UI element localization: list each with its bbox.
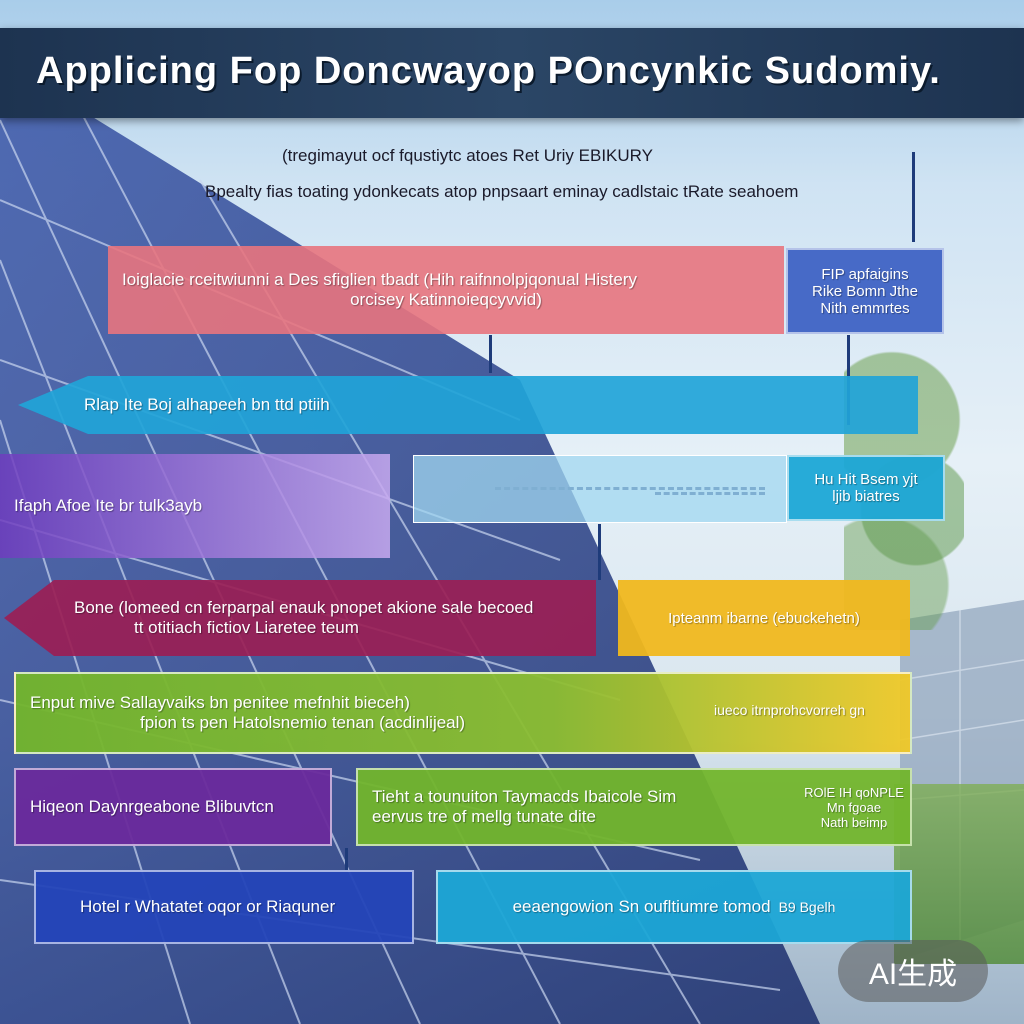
- side-box-3-line-1: Hu Hit Bsem yjt: [814, 471, 918, 488]
- step-box-5-side: iueco itrnprohcvorreh gn: [714, 702, 865, 718]
- step-box-3-text: Ifaph Afoe Ite br tulk3ayb: [14, 496, 203, 515]
- side-box-1: FIP apfaigins Rike Bomn Jthe Nith emmrte…: [786, 248, 944, 334]
- step-box-5-line-1: Enput mive Sallayvaiks bn penitee mefnhi…: [30, 693, 410, 712]
- step-box-1-line-1: Ioiglacie rceitwiunni a Des sfiglien tba…: [122, 270, 637, 289]
- step-box-9: eeaengowion Sn oufltiumre tomod B9 Bgelh: [436, 870, 912, 944]
- step-box-1: Ioiglacie rceitwiunni a Des sfiglien tba…: [108, 246, 784, 334]
- step-arrow-2: [18, 376, 918, 434]
- side-box-7-line-3: Nath beimp: [820, 814, 888, 830]
- step-box-3: Ifaph Afoe Ite br tulk3ayb: [0, 454, 390, 558]
- connector-line: [345, 848, 348, 870]
- step-box-3b: [413, 455, 787, 523]
- ai-generated-watermark: AI生成: [838, 940, 988, 1002]
- step-box-4-line-1: Bone (lomeed cn ferparpal enauk pnopet a…: [74, 598, 534, 617]
- step-box-7-line-2: eervus tre of mellg tunate dite: [372, 807, 596, 826]
- connector-line: [489, 335, 492, 373]
- side-box-1-line-2: Rike Bomn Jthe: [812, 282, 918, 300]
- side-box-1-line-3: Nith emmrtes: [820, 299, 910, 317]
- step-box-6-text: Hiqeon Daynrgeabone Blibuvtcn: [30, 797, 274, 816]
- side-box-7-line-2: Mn fgoae: [826, 799, 882, 815]
- subtitle-line-2: Bpealty fias toating ydonkecats atop pnp…: [205, 182, 799, 201]
- connector-line: [912, 152, 915, 242]
- step-box-2-text: Rlap Ite Boj alhapeeh bn ttd ptiih: [84, 395, 330, 414]
- step-box-7: Tieht a tounuiton Taymacds Ibaicole Sim …: [356, 768, 912, 846]
- step-box-6: Hiqeon Daynrgeabone Blibuvtcn: [14, 768, 332, 846]
- connector-line: [598, 524, 601, 580]
- side-box-3-line-2: ljib biatres: [832, 488, 900, 505]
- side-box-4: Ipteanm ibarne (ebuckehetn): [618, 580, 910, 656]
- side-box-1-line-1: FIP apfaigins: [821, 265, 909, 283]
- grass-decoration: [894, 784, 1024, 964]
- subtitle-line-1: (tregimayut ocf fqustiytc atoes Ret Uriy…: [282, 146, 653, 165]
- step-box-5-side-text: iueco itrnprohcvorreh gn: [700, 690, 900, 730]
- side-box-7: ROlE IH qoNPLE Mn fgoae Nath beimp: [800, 775, 908, 839]
- step-box-4: Bone (lomeed cn ferparpal enauk pnopet a…: [60, 580, 590, 656]
- step-box-9-text: eeaengowion Sn oufltiumre tomod: [512, 897, 771, 916]
- side-box-3: Hu Hit Bsem yjt ljib biatres: [787, 455, 945, 521]
- step-box-7-line-1: Tieht a tounuiton Taymacds Ibaicole Sim: [372, 787, 677, 806]
- step-box-8-text: Hotel r Whatatet oqor or Riaquner: [80, 897, 336, 916]
- step-box-9-tag: B9 Bgelh: [778, 899, 836, 915]
- step-box-8: Hotel r Whatatet oqor or Riaquner: [34, 870, 414, 944]
- step-arrow-4: [4, 580, 596, 656]
- side-box-4-text: Ipteanm ibarne (ebuckehetn): [668, 609, 860, 627]
- step-box-4-line-2: tt otitiach fictiov Liaretee teum: [134, 618, 359, 637]
- title-banner: [0, 28, 1024, 118]
- step-box-5-line-2: fpion ts pen Hatolsnemio tenan (acdinlij…: [140, 713, 466, 732]
- step-box-1-line-2: orcisey Katinnoieqcyvvid): [350, 290, 542, 309]
- step-box-5: Enput mive Sallayvaiks bn penitee mefnhi…: [14, 672, 912, 754]
- side-box-7-line-1: ROlE IH qoNPLE: [804, 784, 904, 800]
- step-box-2: Rlap Ite Boj alhapeeh bn ttd ptiih: [70, 376, 770, 434]
- page-title: Applicing Fop Doncwayop POncynkic Sudomi…: [36, 50, 941, 92]
